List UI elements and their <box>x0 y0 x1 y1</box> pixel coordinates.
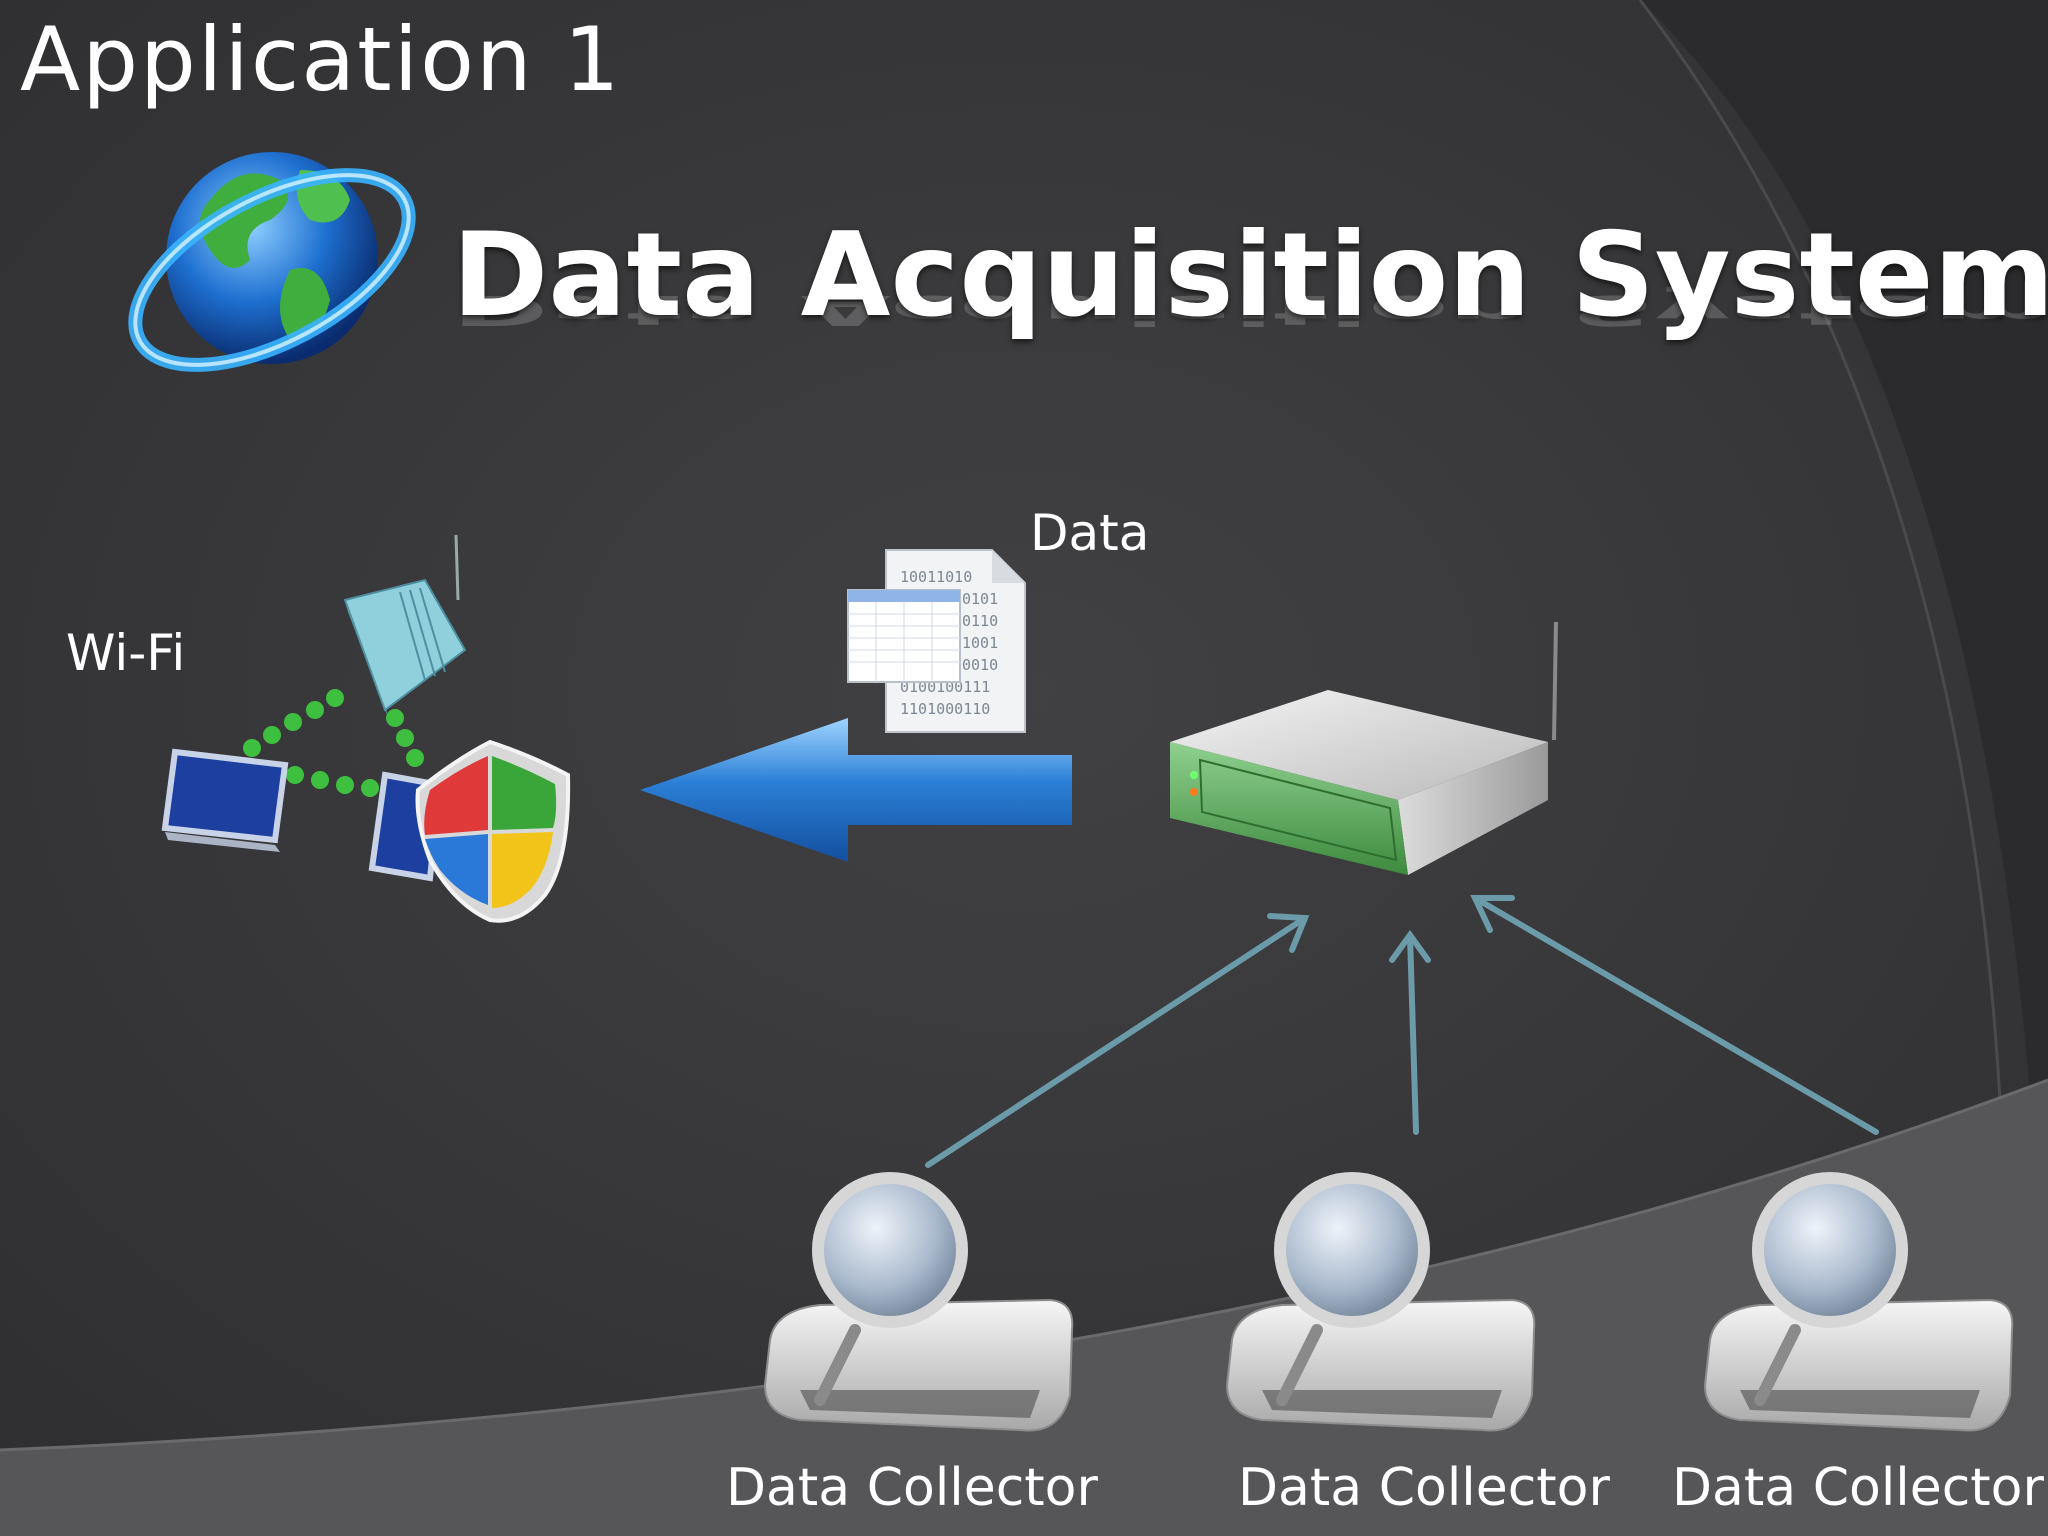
laptop-icon <box>161 748 289 852</box>
binary-line-3: 0110 <box>962 612 998 630</box>
magnifier-drive-icon-2 <box>1225 1172 1536 1432</box>
magnifier-drive-icon-3 <box>1703 1172 2014 1432</box>
wifi-router-icon <box>343 534 467 720</box>
binary-line-4: 1001 <box>962 634 998 652</box>
wifi-label: Wi-Fi <box>66 624 186 682</box>
spreadsheet-thumbnail <box>847 589 961 683</box>
binary-line-2: 0101 <box>962 590 998 608</box>
connector-arrow-1 <box>925 915 1308 1168</box>
collector-label-1: Data Collector <box>726 1458 1098 1518</box>
binary-line-7: 1101000110 <box>900 700 990 718</box>
connector-arrow-2 <box>1407 932 1419 1135</box>
main-title: Data Acquisition System <box>452 208 2048 343</box>
background-arc-bottom-edge <box>0 1078 2048 1452</box>
magnifier-drive-icon-1 <box>763 1172 1074 1432</box>
background-arc-right <box>1640 0 2048 1536</box>
binary-line-1: 10011010 <box>900 568 972 586</box>
collector-label-2: Data Collector <box>1238 1458 1610 1518</box>
wifi-signal-dots <box>243 689 424 797</box>
data-label: Data <box>1030 504 1150 562</box>
background-arc-right-edge <box>1638 0 2002 1101</box>
security-shield-icon <box>415 739 571 923</box>
connector-arrow-3 <box>1472 895 1879 1135</box>
collector-label-3: Data Collector <box>1672 1458 2044 1518</box>
binary-line-5: 0010 <box>962 656 998 674</box>
background-arc-bottom <box>0 1080 2048 1536</box>
page-title: Application 1 <box>20 8 622 111</box>
